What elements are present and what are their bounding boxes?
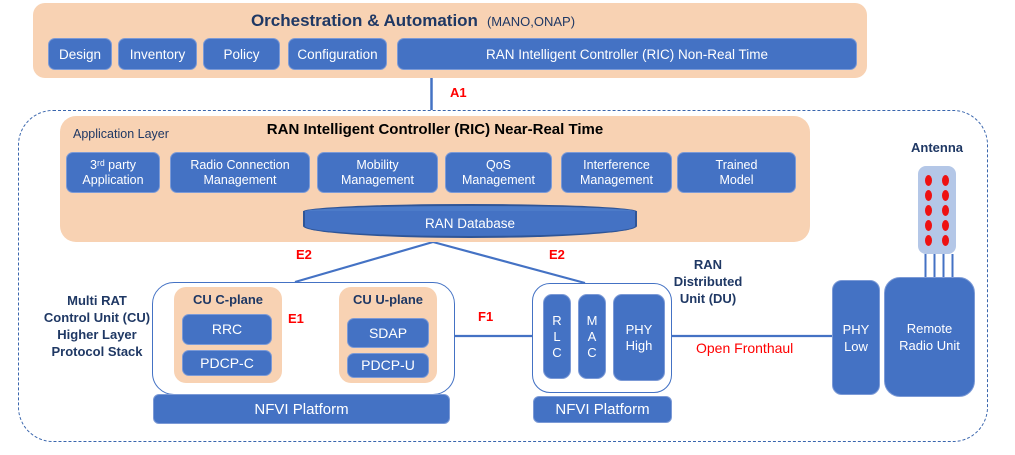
interference-management-box: Interference Management	[561, 152, 672, 193]
mac-box: M A C	[578, 294, 606, 379]
a1-interface-label: A1	[450, 85, 467, 100]
policy-button: Policy	[203, 38, 280, 70]
e2-right-label: E2	[549, 247, 565, 262]
e1-interface-label: E1	[288, 311, 304, 326]
open-fronthaul-label: Open Fronthaul	[696, 340, 794, 356]
antenna-dot	[925, 204, 932, 216]
application-layer-label: Application Layer	[73, 127, 169, 141]
antenna-dot	[925, 234, 932, 246]
f1-interface-label: F1	[478, 309, 494, 324]
antenna-dot	[942, 189, 949, 201]
trained-model-box: Trained Model	[677, 152, 796, 193]
near-rt-ric-panel: RAN Intelligent Controller (RIC) Near-Re…	[60, 116, 810, 242]
rlc-box: R L C	[543, 294, 571, 379]
antenna-dot	[942, 234, 949, 246]
cu-container: CU C-plane RRC PDCP-C CU U-plane SDAP PD…	[152, 282, 455, 395]
orchestration-automation-panel: Orchestration & Automation (MANO,ONAP) D…	[33, 3, 867, 78]
antenna-dot	[925, 219, 932, 231]
rrc-box: RRC	[182, 314, 272, 345]
pdcp-u-box: PDCP-U	[347, 353, 429, 378]
e2-left-label: E2	[296, 247, 312, 262]
mobility-management-box: Mobility Management	[317, 152, 438, 193]
near-rt-ric-title: RAN Intelligent Controller (RIC) Near-Re…	[266, 121, 604, 138]
qos-management-box: QoS Management	[445, 152, 552, 193]
antenna-icon	[918, 166, 956, 254]
antenna-dot	[925, 174, 932, 186]
multi-rat-cu-label: Multi RAT Control Unit (CU) Higher Layer…	[43, 293, 151, 359]
antenna-dot	[925, 189, 932, 201]
cu-nfvi-platform-bar: NFVI Platform	[153, 394, 450, 424]
sdap-box: SDAP	[347, 318, 429, 348]
ran-distributed-unit-label: RAN Distributed Unit (DU)	[673, 257, 743, 306]
cu-u-plane-title: CU U-plane	[352, 292, 424, 307]
pdcp-c-box: PDCP-C	[182, 350, 272, 376]
ran-domain-dashed-container	[18, 110, 988, 442]
radio-connection-management-box: Radio Connection Management	[170, 152, 310, 193]
third-party-application-box: 3ʳᵈ party Application	[66, 152, 160, 193]
orchestration-title: Orchestration & Automation	[250, 11, 478, 30]
cu-c-plane-box: CU C-plane RRC PDCP-C	[174, 287, 282, 383]
antenna-dot	[942, 174, 949, 186]
inventory-button: Inventory	[118, 38, 197, 70]
phy-low-box: PHY Low	[832, 280, 880, 395]
ric-non-real-time-button: RAN Intelligent Controller (RIC) Non-Rea…	[397, 38, 857, 70]
antenna-label: Antenna	[911, 140, 963, 155]
orchestration-subtitle: (MANO,ONAP)	[486, 14, 576, 29]
cu-c-plane-title: CU C-plane	[192, 292, 264, 307]
cu-u-plane-box: CU U-plane SDAP PDCP-U	[339, 287, 437, 383]
remote-radio-unit-box: Remote Radio Unit	[884, 277, 975, 397]
du-nfvi-platform-bar: NFVI Platform	[533, 396, 672, 423]
design-button: Design	[48, 38, 112, 70]
phy-high-box: PHY High	[613, 294, 665, 381]
configuration-button: Configuration	[288, 38, 387, 70]
antenna-dot	[942, 204, 949, 216]
ran-database-cylinder: RAN Database	[303, 211, 637, 238]
du-container: R L C M A C PHY High	[532, 283, 672, 393]
orchestration-title-row: Orchestration & Automation (MANO,ONAP)	[33, 11, 793, 31]
antenna-dot	[942, 219, 949, 231]
ran-database-label: RAN Database	[424, 216, 516, 231]
